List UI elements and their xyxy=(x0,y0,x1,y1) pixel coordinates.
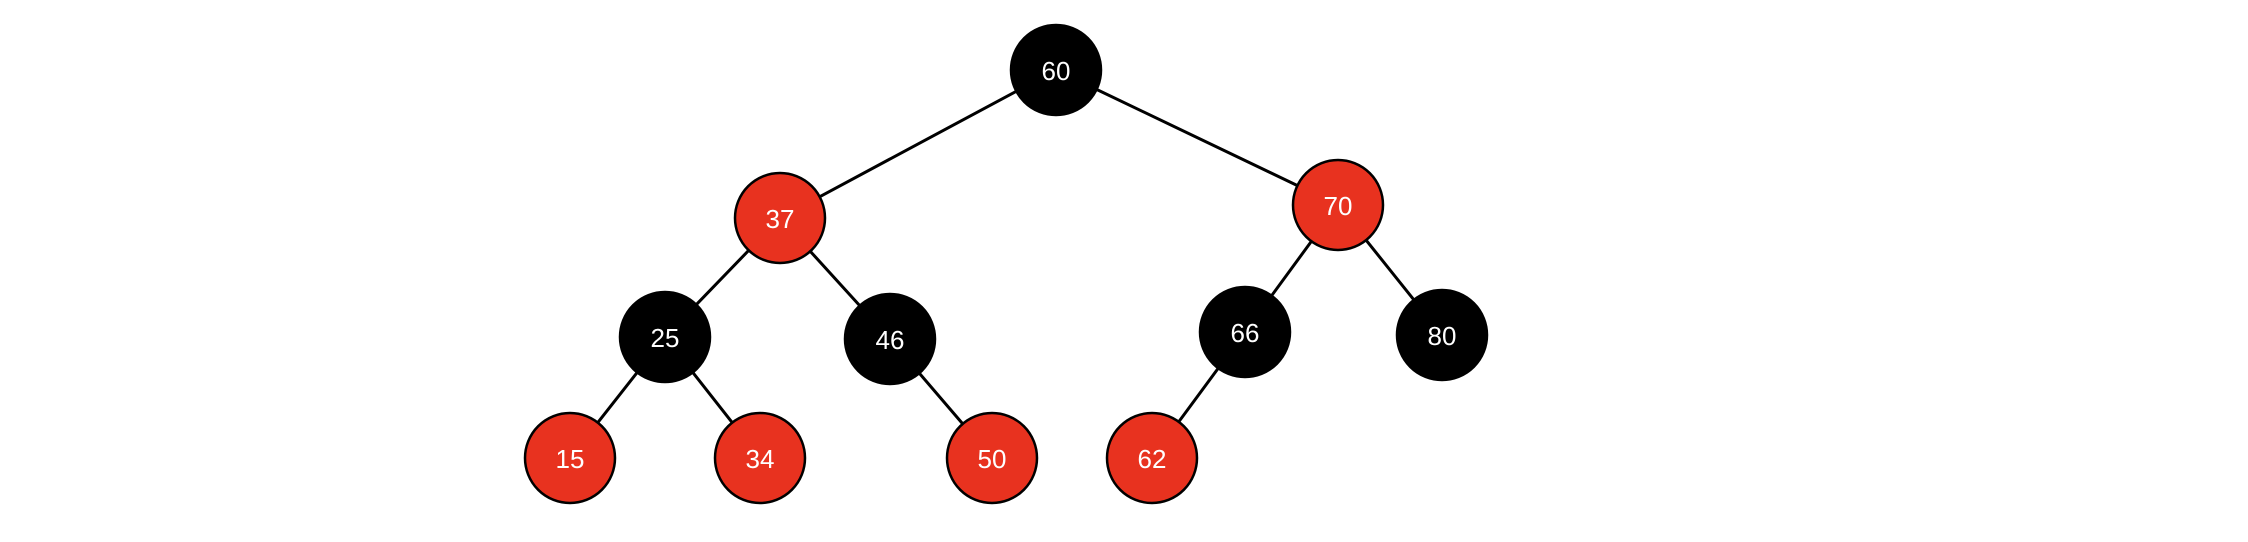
tree-edge-60-70 xyxy=(1092,86,1302,189)
node-circle-62[interactable] xyxy=(1105,411,1199,505)
node-circle-25[interactable] xyxy=(618,290,712,384)
nodes-layer: 60 37 70 25 46 66 80 15 34 50 62 xyxy=(523,23,1489,505)
tree-edge-37-25 xyxy=(692,246,753,309)
node-circle-70[interactable] xyxy=(1291,158,1385,252)
node-label-62: 62 xyxy=(1138,444,1167,474)
node-label-80: 80 xyxy=(1428,321,1457,351)
tree-edge-66-62 xyxy=(1175,364,1222,426)
node-label-50: 50 xyxy=(978,444,1007,474)
node-label-46: 46 xyxy=(876,325,905,355)
tree-node-37[interactable]: 37 xyxy=(733,171,827,265)
tree-node-25[interactable]: 25 xyxy=(618,290,712,384)
node-circle-80[interactable] xyxy=(1395,288,1489,382)
node-circle-50[interactable] xyxy=(945,411,1039,505)
node-label-15: 15 xyxy=(556,444,585,474)
node-label-37: 37 xyxy=(766,204,795,234)
tree-edge-25-15 xyxy=(594,368,641,427)
tree-node-62[interactable]: 62 xyxy=(1105,411,1199,505)
tree-node-80[interactable]: 80 xyxy=(1395,288,1489,382)
node-circle-46[interactable] xyxy=(843,292,937,386)
tree-edge-37-46 xyxy=(806,247,864,310)
tree-node-60[interactable]: 60 xyxy=(1009,23,1103,117)
tree-edge-70-80 xyxy=(1362,236,1418,304)
node-label-66: 66 xyxy=(1231,318,1260,348)
tree-node-34[interactable]: 34 xyxy=(713,411,807,505)
node-circle-60[interactable] xyxy=(1009,23,1103,117)
tree-edge-60-37 xyxy=(815,88,1021,200)
node-circle-34[interactable] xyxy=(713,411,807,505)
tree-node-70[interactable]: 70 xyxy=(1291,158,1385,252)
node-label-70: 70 xyxy=(1324,191,1353,221)
tree-edge-70-66 xyxy=(1268,237,1315,300)
tree-node-66[interactable]: 66 xyxy=(1198,285,1292,379)
node-circle-66[interactable] xyxy=(1198,285,1292,379)
node-label-34: 34 xyxy=(746,444,775,474)
node-circle-15[interactable] xyxy=(523,411,617,505)
tree-node-46[interactable]: 46 xyxy=(843,292,937,386)
tree-node-50[interactable]: 50 xyxy=(945,411,1039,505)
node-circle-37[interactable] xyxy=(733,171,827,265)
tree-node-15[interactable]: 15 xyxy=(523,411,617,505)
node-label-25: 25 xyxy=(651,323,680,353)
tree-edge-46-50 xyxy=(915,369,967,428)
tree-edge-25-34 xyxy=(689,368,736,427)
node-label-60: 60 xyxy=(1042,56,1071,86)
edges-layer xyxy=(594,86,1418,428)
